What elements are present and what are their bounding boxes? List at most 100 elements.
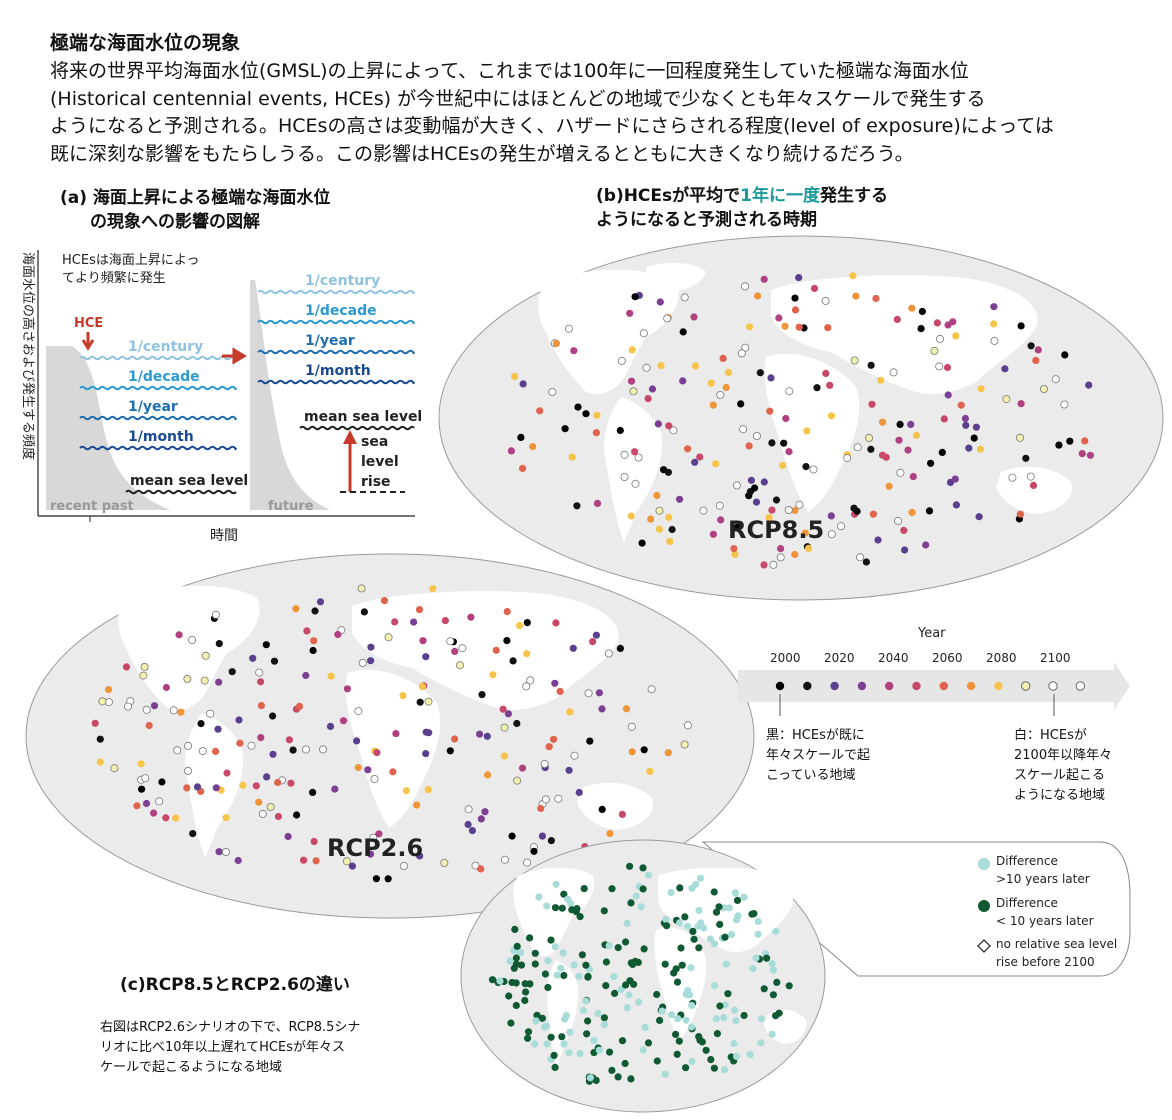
station-dot [768, 506, 776, 514]
station-dot [754, 292, 762, 300]
station-dot [683, 721, 692, 730]
station-dot [791, 306, 800, 314]
intro-line: 将来の世界平均海面水位(GMSL)の上昇によって、これまでは100年に一回程度発… [50, 60, 969, 82]
rise-label: sea [361, 434, 388, 450]
hce-label: HCE [74, 316, 103, 331]
station-dot [536, 407, 544, 415]
station-dot [464, 820, 472, 829]
station-dot [284, 832, 292, 841]
panel-a-title-line: の現象への影響の図解 [90, 212, 260, 232]
station-dot [541, 795, 550, 804]
station-dot [422, 728, 430, 736]
station-dot [523, 858, 532, 867]
station-dot [826, 381, 834, 389]
station-dot [682, 1016, 690, 1024]
station-dot [547, 936, 555, 944]
station-dot [628, 748, 636, 756]
station-dot [712, 908, 721, 916]
station-dot [678, 961, 686, 969]
rise-label: rise [361, 474, 391, 490]
station-dot [565, 1049, 573, 1057]
station-dot [295, 702, 304, 710]
station-dot [424, 697, 433, 706]
station-dot [602, 982, 610, 990]
station-dot [367, 643, 375, 651]
station-dot [586, 737, 594, 745]
station-dot [584, 972, 592, 981]
station-dot [684, 922, 692, 930]
station-dot [292, 605, 300, 613]
station-dot [760, 275, 768, 283]
station-dot [822, 369, 830, 377]
station-dot [544, 957, 552, 965]
station-dot [656, 1016, 664, 1024]
station-dot [524, 1028, 533, 1036]
station-dot [521, 980, 529, 988]
station-dot [647, 685, 656, 694]
station-dot [631, 293, 639, 301]
station-dot [541, 970, 549, 978]
station-dot [724, 990, 732, 998]
station-dot [696, 453, 704, 461]
station-dot [664, 468, 672, 476]
station-dot [760, 985, 768, 993]
station-dot [631, 479, 640, 488]
station-dot [326, 722, 335, 730]
station-dot [640, 746, 648, 754]
station-dot [791, 294, 799, 302]
station-dot [532, 1017, 540, 1025]
station-dot [543, 902, 551, 910]
station-dot [657, 362, 665, 370]
station-dot [907, 420, 915, 428]
station-dot [733, 523, 741, 531]
map-label-rcp85: RCP8.5 [728, 516, 824, 544]
station-dot [631, 448, 639, 456]
station-dot [301, 745, 310, 754]
station-dot [566, 708, 574, 716]
station-dot [1017, 322, 1025, 330]
station-dot [441, 617, 449, 625]
station-dot [221, 847, 230, 856]
station-dot [509, 657, 517, 665]
station-dot [972, 423, 981, 431]
station-dot [372, 875, 380, 883]
station-dot [730, 1039, 738, 1048]
legend-later-marker [978, 858, 990, 870]
station-dot [779, 461, 787, 469]
station-dot [593, 411, 601, 419]
station-dot [269, 712, 277, 720]
station-dot [384, 875, 392, 883]
station-dot [110, 764, 119, 773]
station-dot [499, 705, 507, 713]
station-dot [570, 751, 579, 760]
station-dot [348, 862, 356, 870]
station-dot [531, 1040, 539, 1048]
station-dot [576, 913, 584, 921]
station-dot [623, 919, 631, 928]
station-dot [375, 830, 383, 838]
station-dot [665, 513, 673, 521]
station-dot [925, 507, 934, 515]
station-dot [665, 422, 673, 430]
station-dot [795, 323, 803, 331]
station-dot [570, 961, 578, 969]
station-dot [1027, 342, 1035, 350]
station-dot [747, 476, 755, 484]
station-dot [709, 401, 717, 409]
panel-b-title: (b)HCEsが平均で1年に一度発生する ようになると予測される時期 [596, 184, 888, 232]
station-dot [656, 298, 664, 306]
year-dot [1075, 681, 1085, 691]
station-dot [614, 944, 622, 952]
station-dot [543, 1040, 551, 1048]
station-dot [91, 719, 99, 727]
station-dot [623, 1004, 631, 1012]
station-dot [540, 1023, 549, 1031]
station-dot [575, 788, 583, 797]
station-dot [821, 296, 830, 305]
station-dot [257, 678, 265, 686]
station-dot [801, 529, 809, 537]
station-dot [616, 644, 625, 652]
station-dot [570, 347, 578, 355]
year-dot [912, 681, 921, 691]
station-dot [669, 426, 678, 435]
